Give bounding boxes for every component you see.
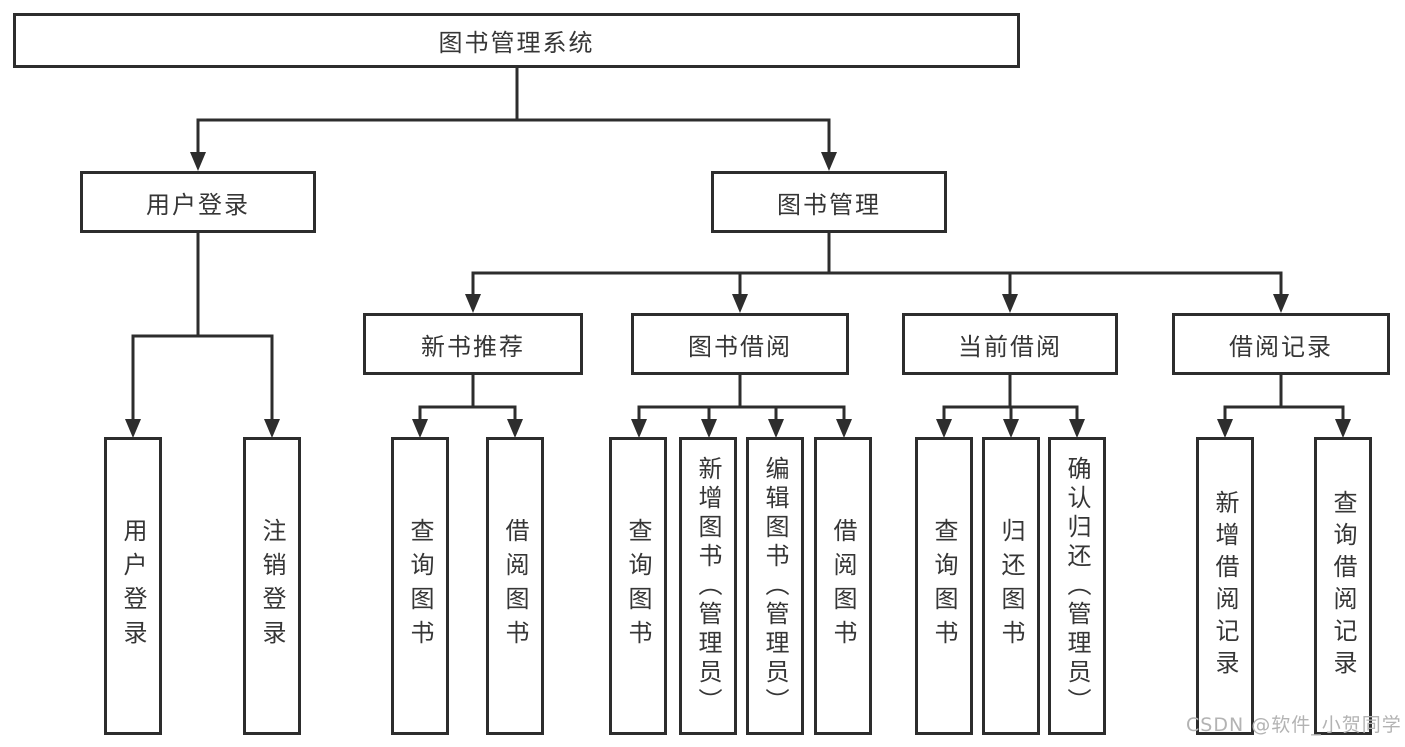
leaf-edit-book-admin: 编辑图书（管理员）	[746, 437, 804, 735]
leaf-query-books-recommend: 查询图书	[391, 437, 449, 735]
node-book-management: 图书管理	[711, 171, 947, 233]
leaf-add-book-admin: 新增图书（管理员）	[679, 437, 737, 735]
node-current-borrowing: 当前借阅	[902, 313, 1118, 375]
leaf-return-book: 归还图书	[982, 437, 1040, 735]
node-library-system: 图书管理系统	[13, 13, 1020, 68]
leaf-borrow-books-borrowing: 借阅图书	[814, 437, 872, 735]
leaf-user-login: 用户登录	[104, 437, 162, 735]
leaf-query-books-current: 查询图书	[915, 437, 973, 735]
node-book-borrowing: 图书借阅	[631, 313, 849, 375]
leaf-query-borrow-record: 查询借阅记录	[1314, 437, 1372, 735]
leaf-logout: 注销登录	[243, 437, 301, 735]
leaf-confirm-return-admin: 确认归还（管理员）	[1048, 437, 1106, 735]
leaf-query-books-borrowing: 查询图书	[609, 437, 667, 735]
node-user-login: 用户登录	[80, 171, 316, 233]
node-borrowing-records: 借阅记录	[1172, 313, 1390, 375]
leaf-add-borrow-record: 新增借阅记录	[1196, 437, 1254, 735]
watermark: CSDN @软件_小贺同学	[1186, 714, 1402, 736]
node-new-book-recommendation: 新书推荐	[363, 313, 583, 375]
leaf-borrow-books-recommend: 借阅图书	[486, 437, 544, 735]
